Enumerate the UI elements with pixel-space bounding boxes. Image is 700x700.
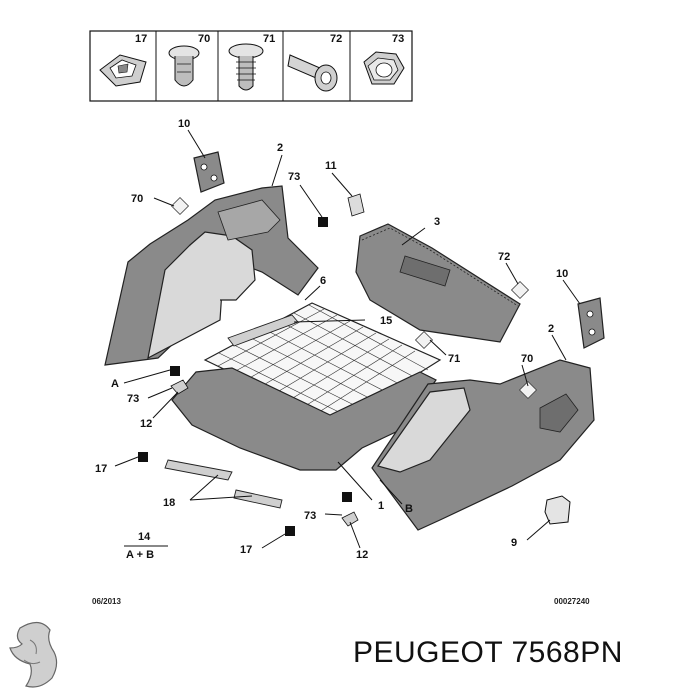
callout-B: B	[405, 503, 413, 515]
callout-11: 11	[325, 160, 337, 172]
table-cell-70: 70	[198, 33, 210, 45]
screw-icon	[287, 54, 338, 92]
legend-assembly: 14 A + B	[126, 531, 154, 561]
callout-10-left: 10	[178, 118, 190, 130]
callout-2-right: 2	[548, 323, 554, 335]
callout-70-right: 70	[521, 353, 533, 365]
table-cell-72: 72	[330, 33, 342, 45]
callout-10-right: 10	[556, 268, 568, 280]
legend-number: 14	[138, 531, 151, 543]
push-clip-icon	[168, 45, 200, 87]
part-10-bracket-left	[193, 151, 225, 193]
part-18-straps	[164, 459, 283, 509]
table-cell-71: 71	[263, 33, 275, 45]
fastener-table: 17 70 71 72 73	[89, 30, 413, 102]
part-10-bracket-right	[577, 297, 605, 349]
footer-date: 06/2013	[92, 597, 121, 606]
part-2-side-trim-right	[371, 359, 595, 531]
callout-3: 3	[434, 216, 440, 228]
brand-part-number: PEUGEOT 7568PN	[353, 636, 623, 669]
callout-18: 18	[163, 497, 175, 509]
callout-6: 6	[320, 275, 326, 287]
part-2-side-trim-left	[104, 185, 319, 366]
leader-lines	[114, 129, 581, 549]
part-9-clip	[544, 495, 571, 525]
callout-73-left: 73	[127, 393, 139, 405]
callout-71: 71	[448, 353, 460, 365]
callout-73-bottom: 73	[304, 510, 316, 522]
callout-15: 15	[380, 315, 392, 327]
table-cell-73: 73	[392, 33, 404, 45]
callout-70-left: 70	[131, 193, 143, 205]
callout-12-left: 12	[140, 418, 152, 430]
peugeot-lion-logo-icon	[9, 621, 58, 688]
callout-17-left: 17	[95, 463, 107, 475]
callout-73-top: 73	[288, 171, 300, 183]
callout-72: 72	[498, 251, 510, 263]
callout-17-bottom: 17	[240, 544, 252, 556]
footer-ref: 00027240	[554, 597, 590, 606]
callout-A: A	[111, 378, 119, 390]
callout-1: 1	[378, 500, 384, 512]
table-cell-17: 17	[135, 33, 147, 45]
spring-clip-icon	[99, 54, 147, 87]
callout-12-bottom: 12	[356, 549, 368, 561]
hex-nut-icon	[363, 51, 405, 85]
fastener-markers	[138, 193, 538, 536]
tree-rivet-icon	[228, 43, 264, 91]
callout-9: 9	[511, 537, 517, 549]
callout-2-left: 2	[277, 142, 283, 154]
legend-formula: A + B	[126, 549, 154, 561]
callout-labels: 10 2 73 11 3 70 6 72 10 15 2 71 70 A 73 …	[95, 118, 568, 561]
